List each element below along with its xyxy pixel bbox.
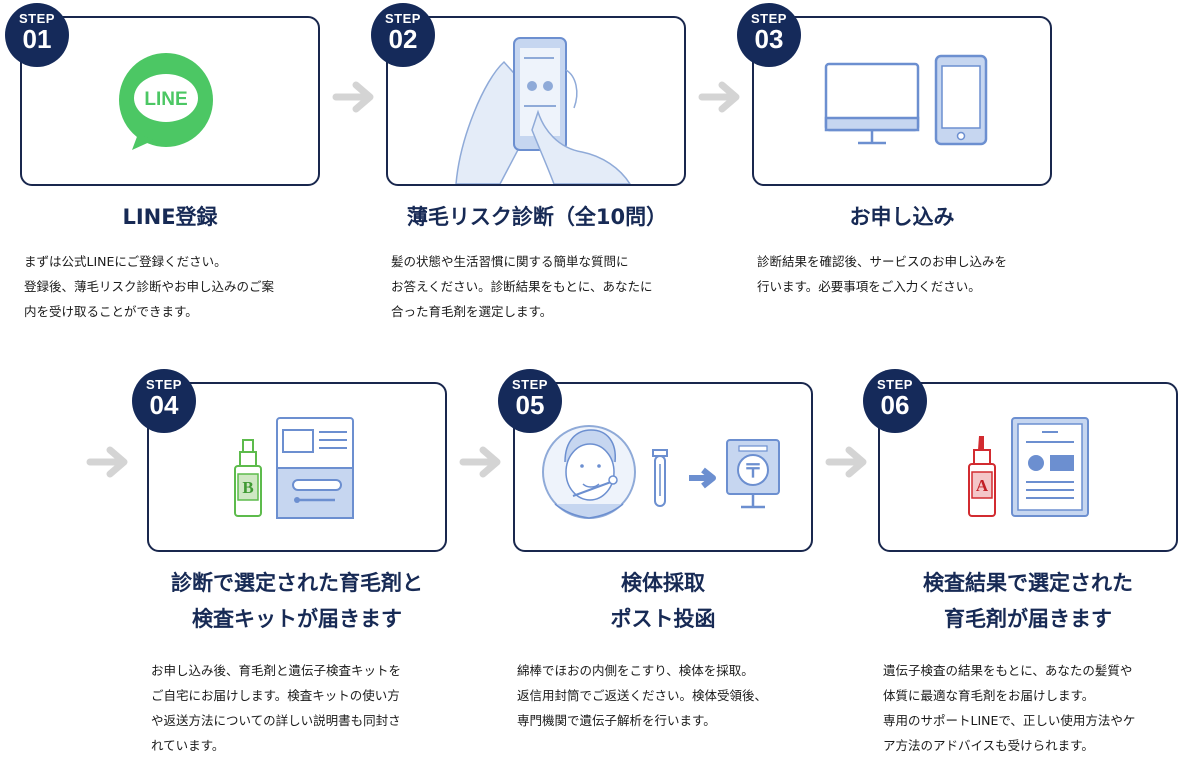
arrow-right-icon bbox=[825, 446, 867, 478]
step-04-card: B bbox=[147, 382, 447, 552]
step-04-description: お申し込み後、育毛剤と遺伝子検査キットを ご自宅にお届けします。検査キットの使い… bbox=[151, 663, 402, 753]
step-number: 01 bbox=[22, 24, 52, 54]
step-02-description: 髪の状態や生活習慣に関する簡単な質問に お答えください。診断結果をもとに、あなた… bbox=[391, 254, 653, 319]
arrow-right-icon bbox=[332, 81, 374, 113]
step-label: STEP bbox=[385, 11, 421, 26]
step-05-title: 検体採取 ポスト投函 bbox=[610, 571, 716, 631]
step-label: STEP bbox=[146, 377, 182, 392]
step-label: STEP bbox=[877, 377, 913, 392]
line-logo-text: LINE bbox=[144, 89, 187, 110]
step-number: 06 bbox=[880, 390, 910, 420]
smartphone-in-hands-icon bbox=[455, 37, 631, 184]
step-01-description: まずは公式LINEにご登録ください。 登録後、薄毛リスク診断やお申し込みのご案 … bbox=[24, 254, 275, 319]
bottle-a-letter: A bbox=[976, 476, 989, 495]
postal-mark: 〒 bbox=[743, 460, 762, 482]
step-01-badge: STEP 01 bbox=[5, 3, 69, 67]
bottle-b-letter: B bbox=[242, 478, 253, 497]
swab-and-mailbox-icon: 〒 bbox=[542, 425, 780, 519]
monitor-and-tablet-icon bbox=[824, 54, 988, 146]
step-number: 05 bbox=[515, 390, 545, 420]
step-06-description: 遺伝子検査の結果をもとに、あなたの髪質や 体質に最適な育毛剤をお届けします。 専… bbox=[883, 663, 1136, 753]
step-04-title: 診断で選定された育毛剤と 検査キットが届きます bbox=[171, 571, 423, 631]
arrow-right-icon bbox=[459, 446, 501, 478]
step-03-description: 診断結果を確認後、サービスのお申し込みを 行います。必要事項をご入力ください。 bbox=[757, 254, 1008, 294]
step-02-card bbox=[386, 16, 686, 186]
step-01-title: LINE登録 bbox=[122, 205, 218, 229]
bottle-a-and-report-icon: A bbox=[968, 417, 1089, 517]
step-04-badge: STEP 04 bbox=[132, 369, 196, 433]
step-number: 04 bbox=[149, 390, 179, 420]
step-01-card: LINE bbox=[20, 16, 320, 186]
step-06-card: A bbox=[878, 382, 1178, 552]
line-logo-icon: LINE bbox=[119, 53, 213, 150]
step-05-badge: STEP 05 bbox=[498, 369, 562, 433]
step-03-title: お申し込み bbox=[849, 205, 955, 229]
arrow-right-icon bbox=[86, 446, 128, 478]
step-number: 02 bbox=[388, 24, 418, 54]
step-02-title: 薄毛リスク診断（全10問） bbox=[406, 205, 668, 229]
step-label: STEP bbox=[512, 377, 548, 392]
step-03-badge: STEP 03 bbox=[737, 3, 801, 67]
bottle-b-and-test-kit-icon: B bbox=[234, 417, 354, 519]
arrow-right-icon bbox=[698, 81, 740, 113]
step-number: 03 bbox=[754, 24, 784, 54]
step-06-badge: STEP 06 bbox=[863, 369, 927, 433]
step-05-card: 〒 bbox=[513, 382, 813, 552]
step-02-badge: STEP 02 bbox=[371, 3, 435, 67]
step-06-title: 検査結果で選定された 育毛剤が届きます bbox=[923, 571, 1133, 631]
step-label: STEP bbox=[751, 11, 787, 26]
step-05-description: 綿棒でほおの内側をこすり、検体を採取。 返信用封筒でご返送ください。検体受領後、… bbox=[517, 663, 768, 728]
step-label: STEP bbox=[19, 11, 55, 26]
step-03-card bbox=[752, 16, 1052, 186]
